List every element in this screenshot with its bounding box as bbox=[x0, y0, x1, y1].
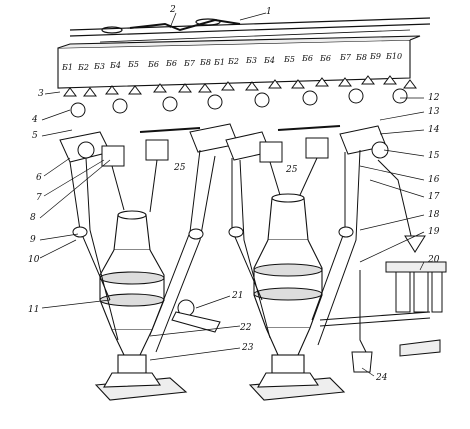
bin-label: Б4 bbox=[109, 61, 121, 70]
bin-label: Б6 bbox=[319, 54, 331, 63]
callout-number-c19: 19 bbox=[428, 227, 440, 237]
bin-label: Б1 bbox=[61, 63, 73, 72]
bin-label: Б3 bbox=[93, 62, 105, 71]
callout-number-c17: 17 bbox=[428, 192, 440, 202]
bin-row bbox=[57, 35, 421, 89]
callout-number-c11: 11 bbox=[28, 305, 39, 315]
callout-number-c15: 15 bbox=[428, 151, 440, 161]
bin-label: Б2 bbox=[227, 57, 239, 66]
callout-number-c24: 24 bbox=[375, 373, 388, 383]
callout-number-c18: 18 bbox=[428, 210, 440, 220]
callout-number-c7: 7 bbox=[36, 193, 42, 203]
bin-label: Б6 bbox=[165, 59, 177, 68]
callout-leaders bbox=[39, 12, 425, 377]
callout-number-c9: 9 bbox=[30, 235, 36, 245]
callout-number-c23: 23 bbox=[241, 343, 254, 353]
callout-number-c2: 2 bbox=[169, 5, 176, 15]
callout-number-c3: 3 bbox=[38, 89, 44, 99]
bin-label: Б4 bbox=[263, 56, 275, 65]
callout-number-c22: 22 bbox=[239, 323, 252, 333]
bin-label: Б6 bbox=[301, 54, 313, 63]
callout-number-c1: 1 bbox=[266, 7, 272, 17]
bin-label: Б6 bbox=[147, 60, 159, 69]
overhead-conveyor bbox=[69, 17, 431, 43]
callout-number-c12: 12 bbox=[428, 93, 440, 103]
bin-label: Б7 bbox=[183, 59, 196, 68]
callout-number-c6: 6 bbox=[36, 173, 42, 183]
bin-label: Б10 bbox=[385, 52, 402, 61]
callout-number-c10: 10 bbox=[28, 255, 40, 265]
callout-number-c20: 20 bbox=[427, 255, 440, 265]
callout-number-c25b: 25 bbox=[285, 165, 298, 175]
bin-label: Б2 bbox=[77, 63, 89, 72]
bin-label: Б3 bbox=[245, 56, 257, 65]
bin-label: Б8 bbox=[355, 53, 367, 62]
callout-number-c16: 16 bbox=[428, 175, 440, 185]
mixer-left bbox=[94, 210, 188, 401]
bin-label: Б5 bbox=[127, 60, 139, 69]
mixer-right bbox=[248, 193, 346, 401]
callout-number-c25a: 25 bbox=[173, 163, 186, 173]
drive-unit bbox=[171, 299, 221, 333]
bin-label: Б8 bbox=[199, 58, 211, 67]
callout-labels: 1234567891011121314151617181920212223242… bbox=[28, 5, 440, 383]
bin-label: Б7 bbox=[339, 53, 352, 62]
feed-pipes bbox=[69, 149, 361, 353]
callout-number-c4: 4 bbox=[31, 115, 38, 125]
bin-label: Б9 bbox=[369, 52, 381, 61]
callout-number-c14: 14 bbox=[428, 125, 440, 135]
callout-number-c8: 8 bbox=[30, 213, 36, 223]
callout-number-c5: 5 bbox=[32, 131, 38, 141]
callout-number-c21: 21 bbox=[231, 291, 243, 301]
callout-number-c13: 13 bbox=[428, 107, 440, 117]
weighing-dispensers bbox=[59, 123, 389, 167]
bin-label: Б5 bbox=[283, 55, 295, 64]
dosing-gates bbox=[63, 75, 417, 118]
bin-label: Б1 bbox=[213, 58, 225, 67]
